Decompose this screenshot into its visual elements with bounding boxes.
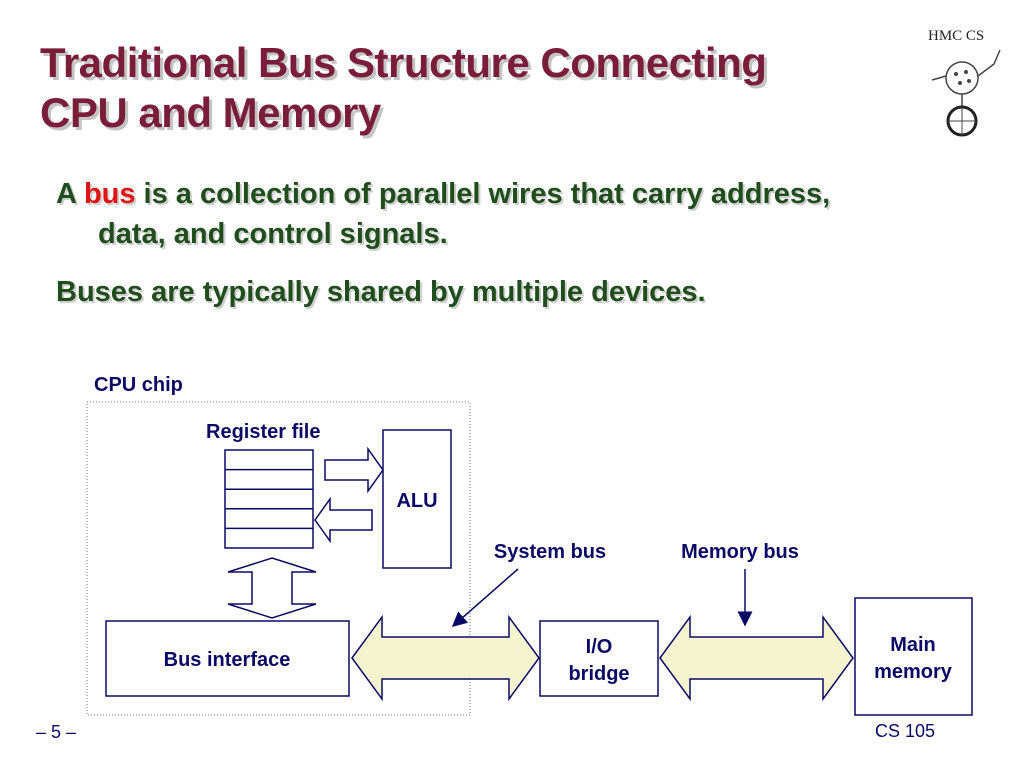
- system-bus-arrow: [351, 614, 540, 702]
- title-line-1: Traditional Bus Structure Connecting: [40, 39, 767, 86]
- register-file: [224, 449, 314, 549]
- regfile-bus-interface-arrow: [227, 557, 317, 619]
- bullet-shared-buses: Buses are typically shared by multiple d…: [56, 276, 706, 308]
- bus-keyword: bus: [83, 178, 136, 210]
- main-memory-label-line2: memory: [874, 661, 953, 683]
- bus-interface-box: [105, 620, 350, 697]
- io-bridge-label-line1: I/O: [586, 636, 613, 658]
- bus-interface-label: Bus interface: [164, 649, 291, 671]
- regfile-to-alu-arrow: [324, 446, 384, 494]
- course-label: CS 105: [875, 721, 936, 741]
- alu-label: ALU: [396, 490, 437, 512]
- alu-box: [382, 429, 452, 569]
- io-bridge-box: [539, 620, 659, 697]
- main-memory-label-line1: Main: [890, 634, 936, 656]
- cpu-chip-label: CPU chip: [94, 374, 183, 396]
- title-line-2: CPU and Memory: [40, 89, 381, 136]
- bullet-bus-definition: A bus is a collection of parallel wires …: [56, 174, 888, 254]
- alu-to-regfile-arrow: [314, 496, 373, 544]
- memory-bus-arrow: [659, 614, 854, 702]
- logo-text: HMC CS: [928, 28, 984, 44]
- memory-bus-label: Memory bus: [681, 541, 799, 563]
- system-bus-pointer: [451, 568, 519, 627]
- register-file-label: Register file: [206, 421, 320, 443]
- bullet1-prefix: A: [56, 178, 84, 210]
- io-bridge-label-line2: bridge: [568, 663, 629, 685]
- hmc-cs-logo: HMC CS: [928, 28, 1001, 137]
- slide-title: Traditional Bus Structure Connecting CPU…: [40, 38, 920, 138]
- system-bus-label: System bus: [494, 541, 606, 563]
- page-number: – 5 –: [36, 722, 77, 742]
- main-memory-box: [854, 597, 973, 716]
- bullet1-text: is a collection of parallel wires that c…: [98, 178, 831, 250]
